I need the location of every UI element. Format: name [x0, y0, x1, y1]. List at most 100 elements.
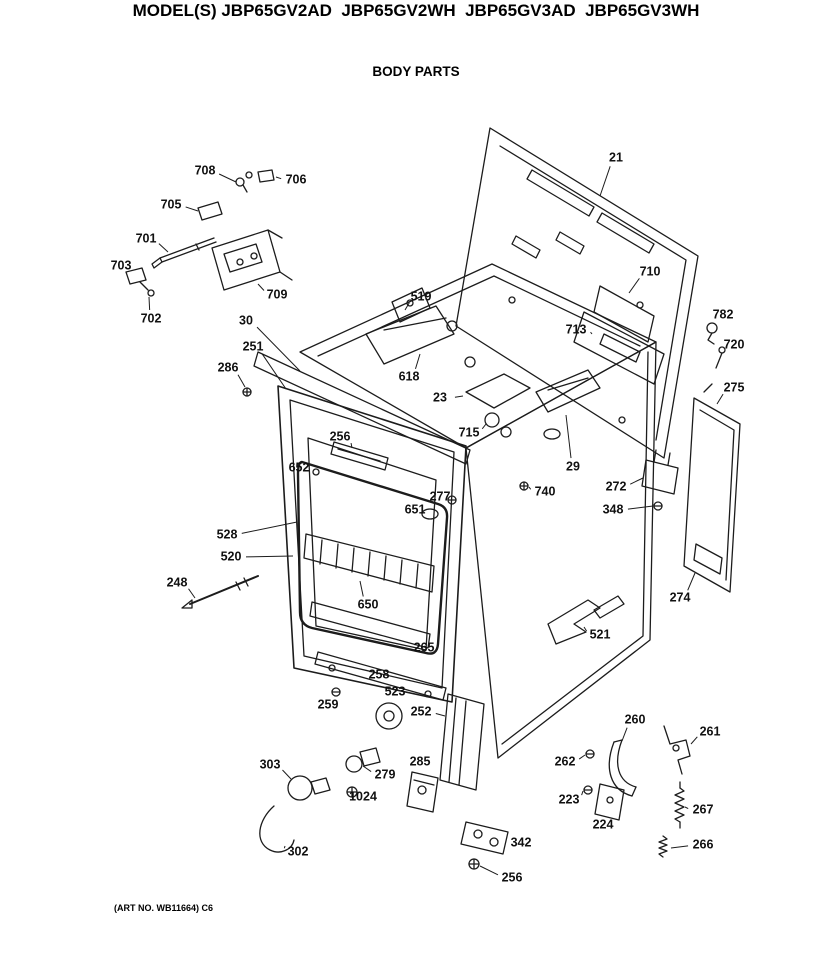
- part-1024-screw: [346, 786, 358, 798]
- part-label-277: 277: [430, 489, 451, 503]
- part-label-706: 706: [286, 172, 307, 186]
- part-label-21: 21: [609, 150, 623, 164]
- part-label-260: 260: [625, 712, 646, 726]
- part-label-618: 618: [399, 369, 420, 383]
- leader-line-519: [404, 302, 410, 311]
- part-label-224: 224: [593, 817, 614, 831]
- part-label-274: 274: [670, 590, 691, 604]
- leader-line-702: [148, 296, 151, 311]
- part-782-clip: [706, 322, 718, 345]
- models-title: MODEL(S) JBP65GV2AD JBP65GV2WH JBP65GV3A…: [132, 1, 700, 20]
- part-label-708: 708: [195, 163, 216, 177]
- leader-line-279: [362, 765, 372, 773]
- part-256-bottom-screw: [468, 858, 480, 870]
- part-286-screw: [242, 387, 252, 397]
- part-label-782: 782: [713, 307, 734, 321]
- part-label-709: 709: [267, 287, 288, 301]
- part-260-strap: [608, 739, 637, 797]
- part-label-720: 720: [724, 337, 745, 351]
- part-label-30: 30: [239, 313, 253, 327]
- part-label-651: 651: [405, 502, 426, 516]
- part-label-519: 519: [411, 289, 432, 303]
- part-label-715: 715: [459, 425, 480, 439]
- part-label-713: 713: [566, 322, 587, 336]
- leader-line-520: [245, 555, 294, 558]
- part-523-grommet: [375, 702, 403, 730]
- part-521-vent-arrow: [547, 595, 625, 645]
- part-706-block: [257, 169, 275, 183]
- diagram-title: BODY PARTS: [372, 64, 460, 79]
- leader-line-740: [528, 486, 532, 490]
- leader-line-252: [435, 712, 446, 717]
- leader-line-715: [481, 423, 487, 430]
- part-label-342: 342: [511, 835, 532, 849]
- part-label-285: 285: [410, 754, 431, 768]
- part-label-259: 259: [318, 697, 339, 711]
- part-label-1024: 1024: [349, 789, 377, 803]
- part-251-front-frame: [277, 385, 467, 703]
- leader-line-260: [621, 727, 628, 742]
- part-label-258: 258: [369, 667, 390, 681]
- leader-line-701: [158, 243, 169, 253]
- leader-line-262: [578, 754, 586, 760]
- leader-line-286: [237, 374, 246, 388]
- part-label-256: 256: [502, 870, 523, 884]
- part-703-clip: [125, 267, 155, 297]
- part-label-262: 262: [555, 754, 576, 768]
- leader-line-256: [350, 442, 353, 449]
- part-label-702: 702: [141, 311, 162, 325]
- part-label-261: 261: [700, 724, 721, 738]
- leader-line-248: [188, 588, 196, 599]
- leader-line-713: [590, 331, 593, 335]
- part-label-251: 251: [243, 339, 264, 353]
- part-label-523: 523: [385, 684, 406, 698]
- part-label-275: 275: [724, 380, 745, 394]
- leader-line-21: [599, 166, 611, 197]
- part-label-256: 256: [330, 429, 351, 443]
- part-labels: 7087067057017037027093025128651961823715…: [111, 150, 745, 884]
- leader-line-275: [716, 393, 724, 405]
- leader-line-348: [627, 505, 654, 510]
- part-label-705: 705: [161, 197, 182, 211]
- part-348-screw: [653, 501, 663, 511]
- leader-line-267: [684, 806, 689, 809]
- part-label-23: 23: [433, 390, 447, 404]
- part-224-bracket: [594, 783, 625, 821]
- part-740-screw: [519, 481, 529, 491]
- part-302-wire: [259, 805, 295, 853]
- part-262-screw: [585, 749, 595, 759]
- part-275-side-panel: [683, 383, 741, 593]
- part-265-shelf: [309, 601, 431, 649]
- leader-line-261: [690, 736, 698, 745]
- part-label-303: 303: [260, 757, 281, 771]
- part-223-screw: [583, 785, 593, 795]
- part-710-bracket: [593, 285, 655, 343]
- leader-line-30: [256, 326, 301, 372]
- leader-line-266: [670, 845, 689, 849]
- part-label-528: 528: [217, 527, 238, 541]
- part-618-insulation-wedge: [365, 305, 455, 365]
- part-261-latch: [663, 725, 691, 775]
- part-21-back-panel: [455, 127, 699, 459]
- part-258-bracket: [314, 651, 447, 701]
- leader-line-272: [630, 477, 644, 485]
- art-number: (ART NO. WB11664) C6: [114, 903, 214, 913]
- part-label-521: 521: [590, 627, 611, 641]
- part-label-265: 265: [414, 640, 435, 654]
- leader-line-302: [283, 845, 286, 849]
- part-279-socket: [345, 747, 381, 773]
- part-266-spring: [658, 835, 668, 858]
- leader-line-708: [218, 173, 237, 183]
- part-342-bracket: [460, 821, 509, 855]
- part-label-302: 302: [288, 844, 309, 858]
- part-label-650: 650: [358, 597, 379, 611]
- part-label-223: 223: [559, 792, 580, 806]
- part-528-door-gasket: [296, 460, 449, 655]
- leader-line-618: [414, 353, 421, 370]
- part-720-screw: [715, 346, 726, 369]
- part-label-286: 286: [218, 360, 239, 374]
- part-272-receptacle: [641, 449, 679, 495]
- part-252-panel: [439, 693, 485, 791]
